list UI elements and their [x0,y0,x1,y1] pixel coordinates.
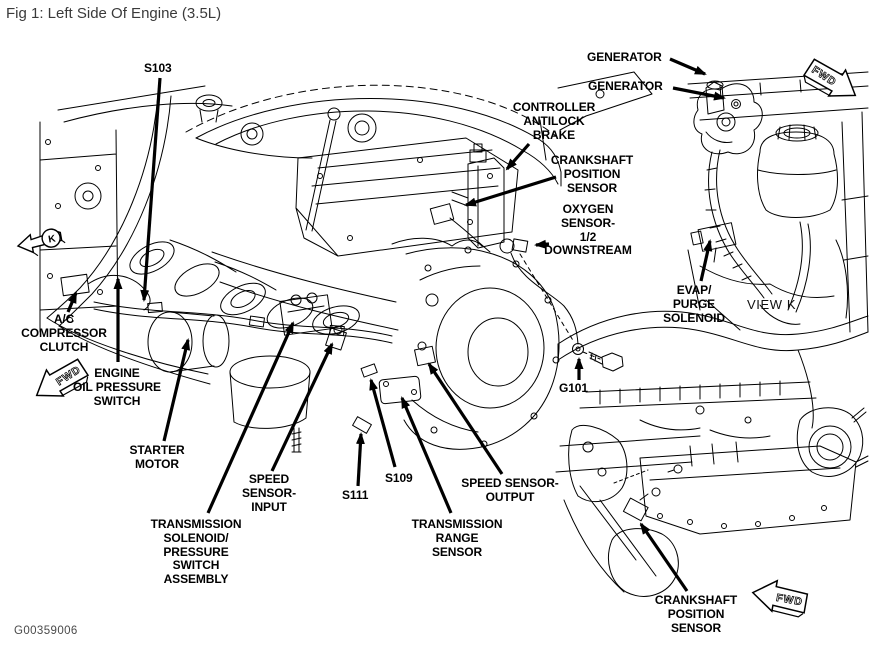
label-generator-lower: GENERATOR [588,79,663,93]
leader-arrow-speed-sensor-output [427,362,504,475]
label-controller-antilock-brake: CONTROLLER ANTILOCK BRAKE [512,100,596,142]
label-s103: S103 [144,61,172,75]
fwd-arrow-bottom-right: FWD [751,579,809,618]
label-crankshaft-position-sensor-lower: CRANKSHAFT POSITION SENSOR [654,593,738,635]
label-generator-upper: GENERATOR [587,50,662,64]
leader-arrow-crankshaft-position-sensor-lower [639,522,689,592]
label-evap-purge-solenoid: EVAP/ PURGE SOLENOID [663,283,725,325]
leader-arrow-crankshaft-position-sensor-upper [464,175,557,207]
label-speed-sensor-output: SPEED SENSOR- OUTPUT [461,476,559,504]
label-starter-motor: STARTER MOTOR [129,443,185,471]
label-speed-sensor-input: SPEED SENSOR- INPUT [242,472,296,514]
leader-arrow-s111 [355,432,365,487]
label-view-k: VIEW K [747,297,797,312]
view-k-arrow: K [16,228,66,257]
label-oxygen-sensor-downstream: OXYGEN SENSOR- 1/2 DOWNSTREAM [544,202,632,258]
label-crankshaft-position-sensor-upper: CRANKSHAFT POSITION SENSOR [550,153,634,195]
leader-arrow-s103 [140,77,162,302]
leader-arrow-controller-antilock-brake [505,142,531,171]
label-g101: G101 [559,381,588,395]
leader-arrow-transmission-solenoid-assembly [206,321,295,514]
view-k-circle-letter: K [47,233,57,245]
figure-title: Fig 1: Left Side Of Engine (3.5L) [6,5,222,22]
leader-arrow-evap-purge-solenoid [699,239,713,282]
figure-code: G00359006 [14,625,78,637]
label-transmission-range-sensor: TRANSMISSION RANGE SENSOR [411,517,503,559]
leader-arrow-generator-upper [669,57,707,76]
main-engine-illustration [39,71,653,453]
label-engine-oil-pressure-switch: ENGINE OIL PRESSURE SWITCH [73,366,161,408]
fwd-arrow-top-right: FWD [802,58,857,97]
leader-arrow-speed-sensor-input [270,342,334,472]
leader-arrow-starter-motor [162,338,191,442]
label-s109: S109 [385,471,413,485]
fwd-label-bottom-right: FWD [775,592,804,608]
leader-arrow-generator-lower [672,86,726,101]
leader-arrow-s109 [369,378,397,468]
fwd-arrow-left: FWD [35,358,90,397]
leader-arrow-transmission-range-sensor [400,396,453,514]
label-transmission-solenoid-assembly: TRANSMISSION SOLENOID/ PRESSURE SWITCH A… [150,517,242,587]
label-ac-compressor-clutch: A/C COMPRESSOR CLUTCH [21,312,107,354]
bottom-right-inset-illustration [555,310,869,597]
leader-arrow-oxygen-sensor [534,239,550,249]
label-s111: S111 [342,488,369,502]
leader-arrow-ac-compressor-clutch [66,291,78,313]
leader-arrows [66,57,726,592]
